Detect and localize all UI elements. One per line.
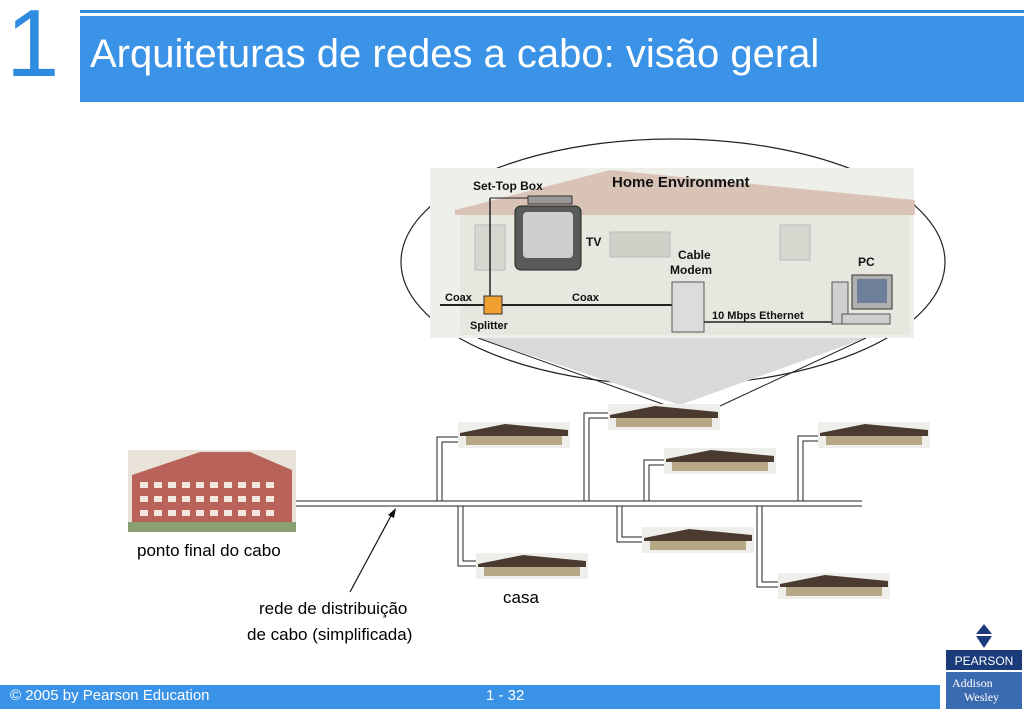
set-top-box-label: Set-Top Box (473, 179, 543, 193)
house-icon (664, 448, 776, 474)
chapter-number: 1 (6, 0, 60, 97)
top-rule (80, 0, 1024, 13)
ethernet-label: 10 Mbps Ethernet (712, 310, 804, 322)
house-icon (642, 527, 754, 553)
imprint-line2: Wesley (964, 690, 999, 704)
home-label: casa (503, 588, 539, 607)
page-number: 1 - 32 (486, 687, 525, 704)
publisher-name: PEARSON (955, 654, 1014, 668)
cable-modem-label-2: Modem (670, 263, 712, 277)
house-icon (818, 422, 930, 448)
home-environment-inset: Home Environment Set-Top Box TV Cable Mo… (430, 168, 915, 338)
footer-copyright: © 2005 by Pearson Education (10, 687, 210, 704)
house-icon (608, 404, 720, 430)
zoom-cone (478, 338, 866, 405)
house-icon (476, 553, 588, 579)
distribution-label-line1: rede de distribuição (259, 599, 408, 618)
inset-heading: Home Environment (612, 174, 750, 191)
distribution-label-line2: de cabo (simplificada) (247, 625, 413, 644)
splitter-icon (483, 295, 503, 315)
slide-title: Arquiteturas de redes a cabo: visão gera… (90, 32, 820, 76)
imprint-line1: Addison (952, 676, 993, 690)
tv-label: TV (586, 235, 601, 249)
house-icon (458, 422, 570, 448)
pc-label: PC (858, 255, 875, 269)
coax-left-label: Coax (445, 292, 473, 304)
publisher-logo: PEARSON Addison Wesley (944, 620, 1024, 709)
cable-modem-icon (671, 281, 705, 333)
headend-label: ponto final do cabo (137, 541, 281, 560)
cable-modem-label-1: Cable (678, 248, 711, 262)
distribution-network (296, 412, 862, 588)
coax-right-label: Coax (572, 292, 600, 304)
house-icon (778, 573, 890, 599)
splitter-label: Splitter (470, 320, 509, 332)
headend-building-icon (128, 450, 296, 532)
footer-bar (0, 685, 940, 709)
set-top-box-icon (527, 195, 573, 205)
pointer-arrow (349, 511, 394, 593)
title-bar (80, 16, 1024, 102)
